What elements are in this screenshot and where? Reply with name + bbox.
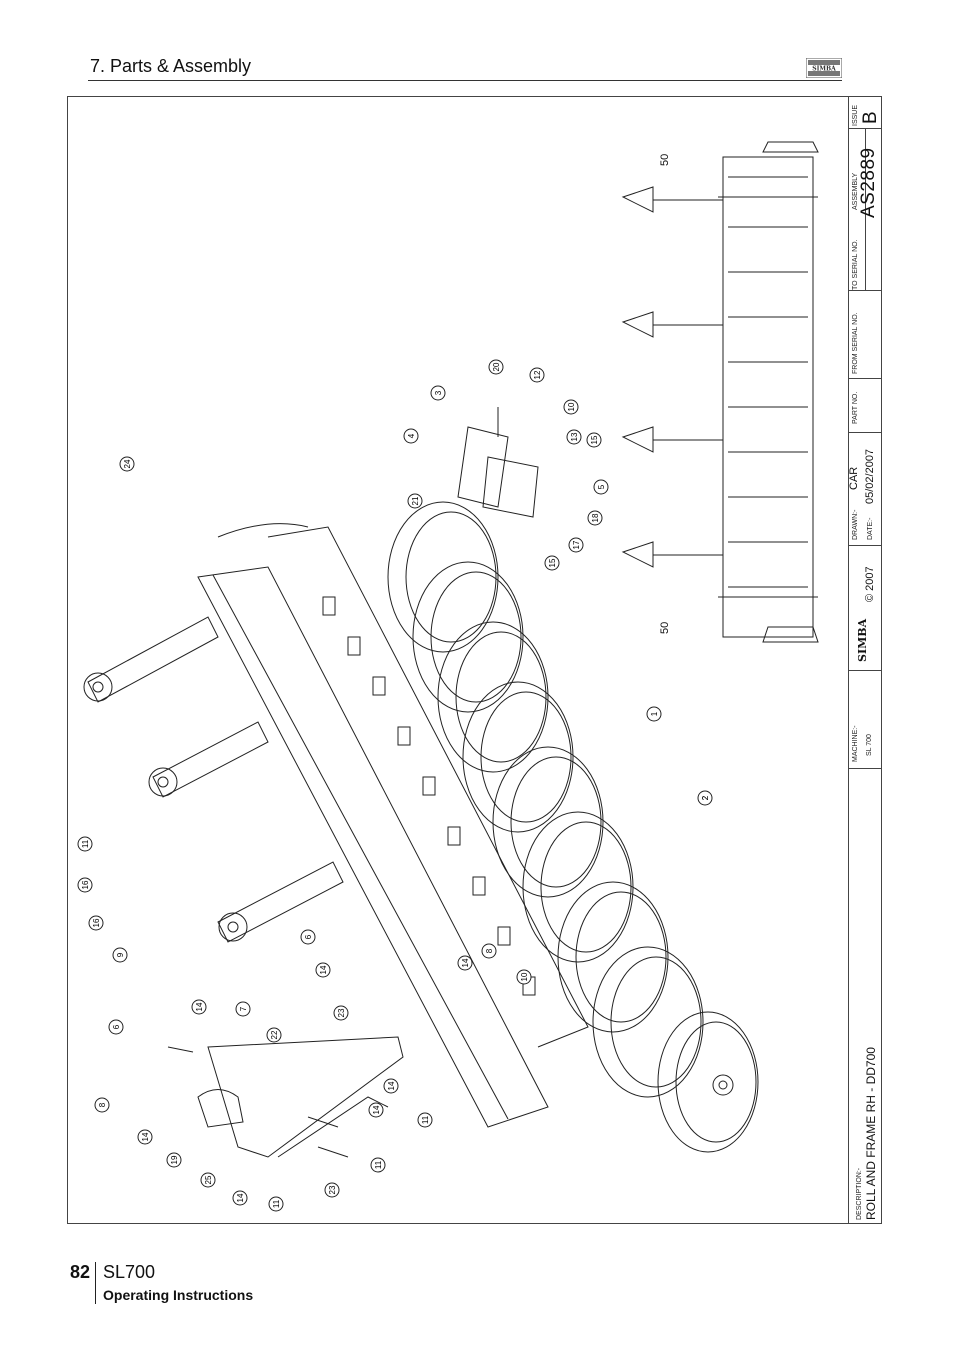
title-block-divider [848, 378, 882, 379]
callout-number: 25 [204, 1175, 213, 1184]
callout-number: 19 [170, 1155, 179, 1164]
dimension-label: 50 [659, 621, 671, 634]
callout-number: 16 [81, 880, 90, 889]
svg-text:2: 2 [701, 795, 710, 800]
callout-number: 10 [567, 402, 576, 411]
callout-number: 13 [570, 432, 579, 441]
callout-number: 14 [461, 958, 470, 967]
drawn-label: DRAWN:- [852, 509, 859, 540]
callout-number: 11 [374, 1160, 383, 1169]
title-block-divider [848, 545, 882, 546]
callout-number: 14 [141, 1132, 150, 1141]
assembly-value: AS2889 [858, 147, 879, 218]
page-number: 82 [70, 1262, 91, 1282]
callout-number: 9 [116, 952, 125, 957]
description-label: DESCRIPTION:- [856, 1167, 863, 1220]
callout-number: 18 [591, 513, 600, 522]
date-label: DATE:- [867, 517, 874, 540]
exploded-assembly-drawing: 2 21 3 4 5 6 6 7 8 8 9 10 10 11 11 11 11 12 13 14 14 14 14 14 1… [77, 141, 819, 1212]
callout-number: 21 [411, 496, 420, 505]
callout-number: 14 [195, 1002, 204, 1011]
callout-number: 11 [81, 839, 90, 848]
issue-value: B [860, 110, 881, 124]
dimension-label: 50 [659, 153, 671, 166]
callout-number: 14 [319, 965, 328, 974]
title-block-divider [848, 290, 882, 291]
callout-number: 1 [650, 711, 659, 716]
title-block-divider [848, 432, 882, 433]
simba-logo-icon: SIMBA [806, 58, 842, 78]
callout-number: 15 [590, 435, 599, 444]
callout-number: 16 [92, 918, 101, 927]
callout-number: 3 [434, 390, 443, 395]
title-block-divider [865, 128, 866, 290]
description-value: ROLL AND FRAME RH - DD700 [864, 1047, 878, 1220]
brand-logo-text: SIMBA [856, 618, 869, 662]
title-block-divider [848, 768, 882, 769]
copyright-text: © 2007 [864, 566, 876, 602]
title-block-divider [848, 670, 882, 671]
callout-number: 20 [492, 362, 501, 371]
section-title: 7. Parts & Assembly [90, 56, 252, 76]
date-value: 05/02/2007 [864, 448, 876, 504]
footer-divider [95, 1262, 96, 1304]
drawn-value: CAR [848, 466, 860, 490]
callout-number: 23 [337, 1008, 346, 1017]
callout-number: 6 [304, 934, 313, 939]
issue-label: ISSUE [852, 104, 859, 126]
callout-number: 7 [239, 1006, 248, 1011]
callout-number: 2 [701, 795, 710, 800]
callout-number: 8 [98, 1102, 107, 1107]
callout-number: 11 [421, 1115, 430, 1124]
callout-number: 23 [328, 1185, 337, 1194]
callout-number: 11 [272, 1199, 281, 1208]
callout-number: 6 [112, 1024, 121, 1029]
callout-number: 15 [548, 558, 557, 567]
callout-number: 12 [533, 370, 542, 379]
callout-number: 4 [407, 433, 416, 438]
svg-text:SIMBA: SIMBA [812, 66, 836, 73]
machine-value: SL 700 [866, 734, 873, 756]
callout-number: 22 [270, 1030, 279, 1039]
callout-number: 10 [520, 972, 529, 981]
footer-model: SL700 [103, 1262, 156, 1282]
footer-subtitle: Operating Instructions [103, 1287, 254, 1303]
header-rule [88, 80, 842, 81]
from-serial-label: FROM SERIAL NO. [852, 312, 859, 374]
callout-number: 14 [236, 1193, 245, 1202]
callout-number: 14 [387, 1081, 396, 1090]
drawing-frame [67, 96, 882, 1224]
part-no-label: PART NO. [852, 391, 859, 424]
callout-number: 14 [372, 1105, 381, 1114]
callout-number: 8 [485, 948, 494, 953]
to-serial-label: TO SERIAL NO. [852, 239, 859, 290]
callout-number: 5 [597, 484, 606, 489]
machine-label: MACHINE:- [852, 725, 859, 762]
callout-number: 24 [123, 459, 132, 468]
title-block [848, 96, 882, 1224]
callout-number: 17 [572, 540, 581, 549]
